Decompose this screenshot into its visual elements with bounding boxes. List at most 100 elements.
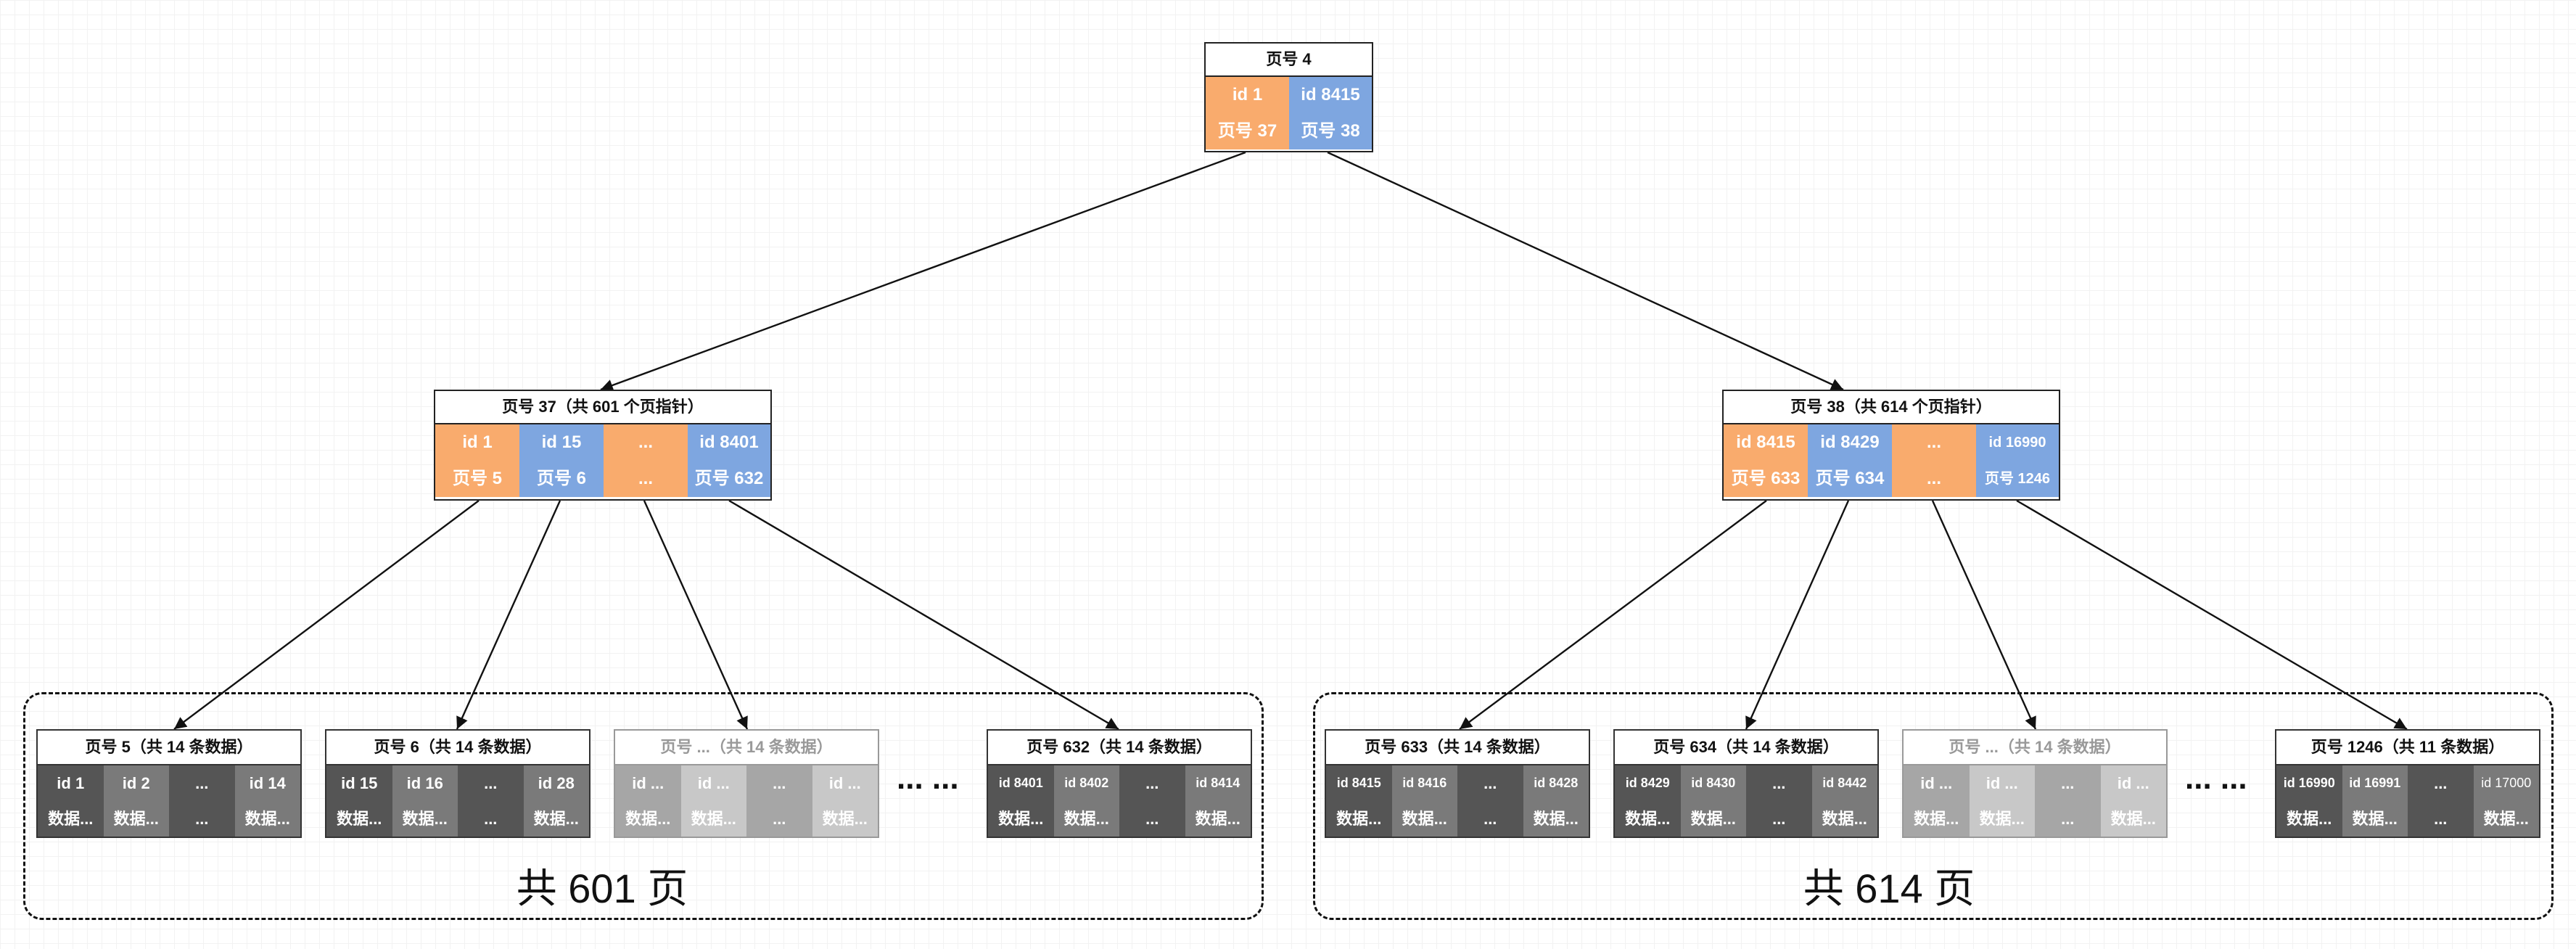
leaf-id: id 8416 — [1391, 765, 1457, 801]
leaf-id: ... — [2408, 765, 2474, 801]
leaf-id: id 16991 — [2342, 765, 2408, 801]
pointer-id: id 8429 — [1808, 424, 1892, 461]
leaf-id: id 8442 — [1811, 765, 1877, 801]
pointer-id: id 8415 — [1724, 424, 1808, 461]
pointer-page: 页号 5 — [435, 461, 519, 497]
pointer-page: 页号 634 — [1808, 461, 1892, 497]
right-leaf-group — [1313, 692, 2554, 920]
leaf-page-ellipsis: 页号 ...（共 14 条数据） id ...数据... id ...数据...… — [614, 729, 879, 838]
leaf-data: 数据... — [38, 801, 104, 837]
root-node-title: 页号 4 — [1206, 44, 1372, 77]
edge-38-to-1246 — [2016, 499, 2408, 731]
leaf-id: id 16 — [392, 765, 458, 801]
left-leaf-group — [23, 692, 1264, 920]
edge-37-to-mid — [643, 500, 749, 730]
leaf-id: id ... — [615, 765, 681, 801]
leaf-id: ... — [746, 765, 812, 801]
leaf-data: ... — [1457, 801, 1523, 837]
leaf-data: 数据... — [1615, 801, 1681, 837]
pointer-page: 页号 1246 — [1976, 461, 2059, 497]
leaf-data: 数据... — [103, 801, 169, 837]
leaf-data: ... — [1119, 801, 1185, 837]
leaf-data: 数据... — [988, 801, 1054, 837]
leaf-title: 页号 ...（共 14 条数据） — [615, 731, 878, 765]
leaf-data: 数据... — [1326, 801, 1392, 837]
leaf-title: 页号 6（共 14 条数据） — [326, 731, 589, 765]
leaf-title: 页号 633（共 14 条数据） — [1326, 731, 1589, 765]
leaf-data: 数据... — [2276, 801, 2342, 837]
leaf-data: 数据... — [1811, 801, 1877, 837]
root-node: 页号 4 id 1 页号 37 id 8415 页号 38 — [1204, 42, 1373, 152]
leaf-data: 数据... — [1185, 801, 1251, 837]
leaf-data: 数据... — [1680, 801, 1746, 837]
pointer-id: id 1 — [435, 424, 519, 461]
leaf-id: id 8402 — [1053, 765, 1119, 801]
right-group-caption: 共 614 页 — [1803, 866, 1975, 911]
leaf-title: 页号 ...（共 14 条数据） — [1904, 731, 2166, 765]
leaf-id: ... — [1746, 765, 1812, 801]
leaf-data: 数据... — [234, 801, 300, 837]
root-entry-page: 页号 38 — [1289, 113, 1372, 149]
pointer-page: 页号 6 — [519, 461, 604, 497]
leaf-data: 数据... — [1904, 801, 1970, 837]
leaf-data: 数据... — [2342, 801, 2408, 837]
leaf-data: 数据... — [2473, 801, 2539, 837]
edge-38-to-633 — [1459, 500, 1767, 730]
leaf-data: 数据... — [1969, 801, 2035, 837]
pointer-id: id 16990 — [1976, 424, 2059, 461]
right-leaves-ellipsis: ... ... — [2185, 760, 2247, 796]
leaf-data: ... — [1746, 801, 1812, 837]
left-group-caption: 共 601 页 — [516, 866, 688, 911]
edge-root-to-38 — [1327, 151, 1844, 391]
leaf-data: 数据... — [615, 801, 681, 837]
internal-node-38: 页号 38（共 614 个页指针） id 8415 页号 633 id 8429… — [1722, 390, 2060, 501]
leaf-data: ... — [746, 801, 812, 837]
leaf-id: id ... — [1969, 765, 2035, 801]
leaf-data: 数据... — [812, 801, 878, 837]
leaf-id: id ... — [1904, 765, 1970, 801]
leaf-id: id ... — [2100, 765, 2166, 801]
pointer-id: id 15 — [519, 424, 604, 461]
leaf-id: id 14 — [234, 765, 300, 801]
edge-38-to-mid — [1931, 500, 2037, 730]
leaf-data: ... — [458, 801, 524, 837]
pointer-page: ... — [604, 461, 688, 497]
edge-root-to-37 — [600, 151, 1246, 392]
pointer-id: ... — [604, 424, 688, 461]
leaf-data: 数据... — [680, 801, 746, 837]
leaf-data: 数据... — [392, 801, 458, 837]
pointer-page: 页号 632 — [688, 461, 770, 497]
leaf-id: id 8428 — [1523, 765, 1589, 801]
leaf-id: id 8415 — [1326, 765, 1392, 801]
leaf-data: ... — [2035, 801, 2101, 837]
leaf-title: 页号 1246（共 11 条数据） — [2276, 731, 2539, 765]
leaf-id: id ... — [680, 765, 746, 801]
leaf-data: 数据... — [1523, 801, 1589, 837]
leaf-id: ... — [458, 765, 524, 801]
root-entry-page: 页号 37 — [1206, 113, 1289, 149]
leaf-data: 数据... — [2100, 801, 2166, 837]
leaf-data: 数据... — [326, 801, 392, 837]
leaf-page-ellipsis: 页号 ...（共 14 条数据） id ...数据... id ...数据...… — [1902, 729, 2168, 838]
leaf-id: id 16990 — [2276, 765, 2342, 801]
pointer-page: ... — [1892, 461, 1976, 497]
leaf-id: id 8430 — [1680, 765, 1746, 801]
leaf-data: 数据... — [523, 801, 589, 837]
leaf-data: ... — [2408, 801, 2474, 837]
leaf-data: 数据... — [1053, 801, 1119, 837]
edge-37-to-632 — [728, 499, 1119, 731]
leaf-id: ... — [2035, 765, 2101, 801]
pointer-id: ... — [1892, 424, 1976, 461]
leaf-title: 页号 632（共 14 条数据） — [988, 731, 1251, 765]
root-entry-id: id 1 — [1206, 77, 1289, 113]
leaf-id: id 28 — [523, 765, 589, 801]
pointer-id: id 8401 — [688, 424, 770, 461]
leaf-id: ... — [169, 765, 235, 801]
internal-node-title: 页号 38（共 614 个页指针） — [1724, 391, 2059, 424]
